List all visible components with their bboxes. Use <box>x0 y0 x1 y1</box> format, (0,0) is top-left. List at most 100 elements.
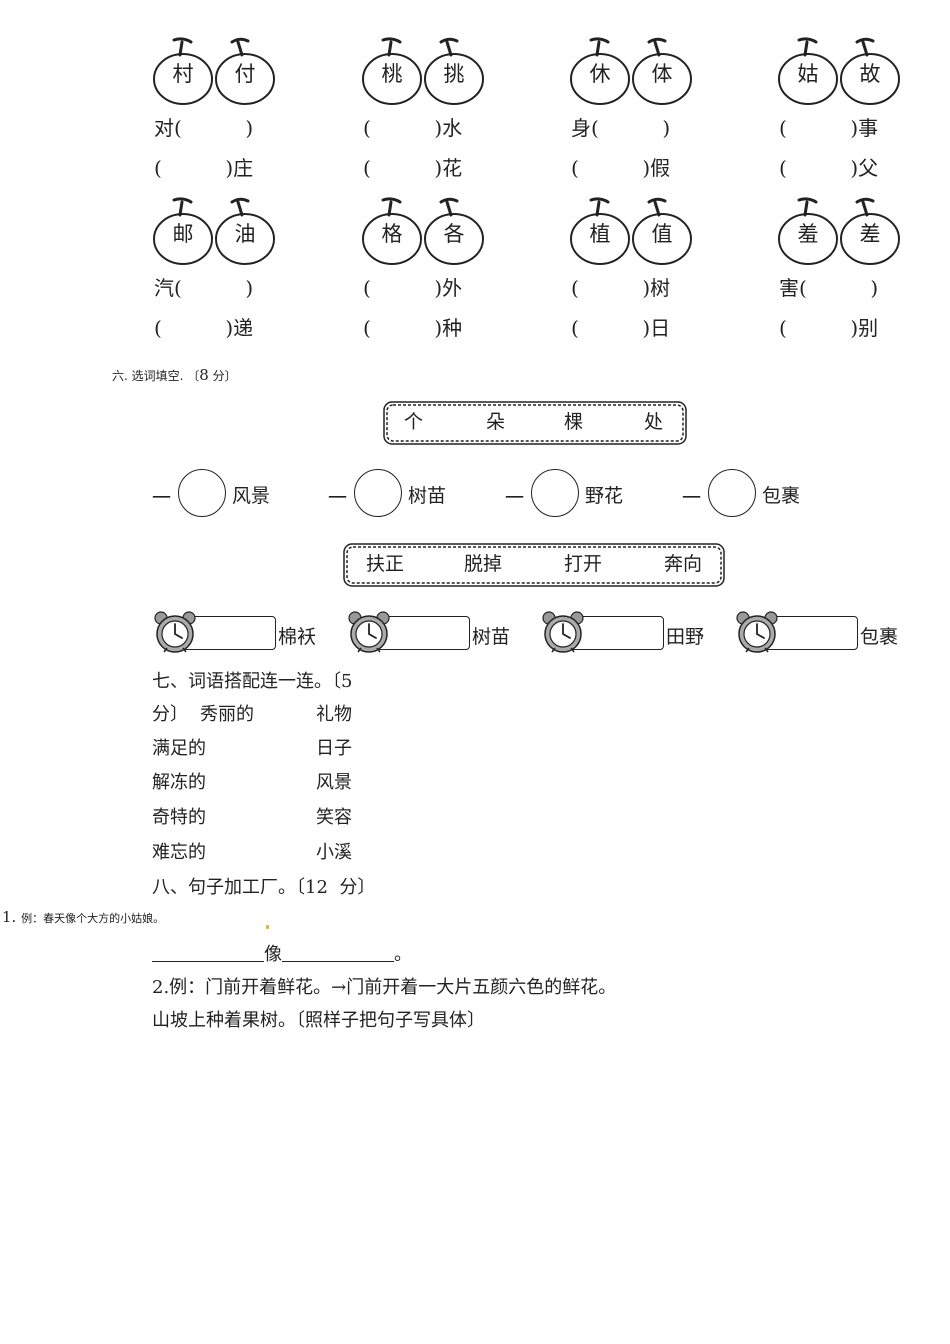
apple-pair: 休体 <box>569 36 693 106</box>
measure-word: 个 <box>404 411 424 433</box>
clock-fill-item: 树苗 <box>346 610 516 654</box>
fill-in-blank[interactable]: ( )递 <box>154 316 254 340</box>
apple-character: 油 <box>234 222 256 246</box>
apple-pair: 羞差 <box>777 196 901 266</box>
measure-word: 处 <box>644 411 664 433</box>
answer-blank[interactable] <box>282 941 394 962</box>
apple-icon <box>362 197 484 265</box>
alarm-clock-icon <box>736 611 778 653</box>
clock-item-label: 树苗 <box>472 626 511 648</box>
fill-in-blank[interactable]: 害( ) <box>779 276 879 300</box>
apple-character: 姑 <box>797 62 819 86</box>
fill-in-blank[interactable]: ( )花 <box>363 156 463 180</box>
section-6-title: 六. 选词填空. 〔8 分〕 <box>112 366 237 384</box>
apple-pair: 邮油 <box>152 196 276 266</box>
ink-dot <box>266 925 269 929</box>
verb-word: 脱掉 <box>464 553 503 575</box>
fill-in-blank[interactable]: ( )外 <box>363 276 463 300</box>
fill-in-blank[interactable]: ( )种 <box>363 316 463 340</box>
clock-item-label: 田野 <box>666 626 705 648</box>
verb-word: 奔向 <box>664 553 703 575</box>
alarm-clock-icon <box>154 611 196 653</box>
answer-circle[interactable] <box>531 469 579 517</box>
apple-icon <box>570 197 692 265</box>
measure-item: 一 树苗 <box>328 469 468 519</box>
match-left-item[interactable]: 秀丽的 <box>200 704 254 725</box>
measure-word-box: 个 朵 棵 处 <box>382 400 688 445</box>
apple-icon <box>153 197 275 265</box>
apple-icon <box>570 37 692 105</box>
fill-in-blank[interactable]: ( )事 <box>779 116 879 140</box>
apple-pair: 桃挑 <box>361 36 485 106</box>
match-right-item[interactable]: 礼物 <box>316 704 352 725</box>
fill-in-blank[interactable]: ( )水 <box>363 116 463 140</box>
apple-pair: 村付 <box>152 36 276 106</box>
match-right-item[interactable]: 笑容 <box>316 807 352 828</box>
match-right-item[interactable]: 日子 <box>316 738 352 759</box>
question-1-example: 1. 例：春天像个大方的小姑娘。 <box>2 908 165 926</box>
apple-character: 村 <box>172 62 194 86</box>
answer-box[interactable] <box>570 616 664 650</box>
apple-character: 付 <box>234 62 256 86</box>
apple-character: 植 <box>589 222 611 246</box>
apple-pair: 格各 <box>361 196 485 266</box>
alarm-clock-icon <box>542 611 584 653</box>
apple-pair: 姑故 <box>777 36 901 106</box>
clock-fill-item: 棉袄 <box>152 610 322 654</box>
fill-in-blank[interactable]: 身( ) <box>571 116 671 140</box>
fill-in-blank[interactable]: ( )别 <box>779 316 879 340</box>
answer-blank[interactable] <box>152 941 264 962</box>
section-8-title: 八、句子加工厂。〔12 分〕 <box>152 877 376 898</box>
clock-item-label: 棉袄 <box>278 626 317 648</box>
fill-in-blank[interactable]: ( )日 <box>571 316 671 340</box>
section-7-title-cont: 分〕 <box>152 704 188 725</box>
apple-character: 各 <box>443 222 465 246</box>
match-left-item[interactable]: 满足的 <box>152 738 206 759</box>
clock-fill-item: 田野 <box>540 610 710 654</box>
answer-circle[interactable] <box>178 469 226 517</box>
apple-character: 桃 <box>381 62 403 86</box>
measure-item: 一 野花 <box>505 469 645 519</box>
answer-box[interactable] <box>764 616 858 650</box>
apple-icon <box>362 37 484 105</box>
fill-in-blank[interactable]: ( )假 <box>571 156 671 180</box>
match-right-item[interactable]: 小溪 <box>316 842 352 863</box>
fill-in-blank[interactable]: ( )树 <box>571 276 671 300</box>
clock-item-label: 包裹 <box>860 626 899 648</box>
apple-character: 格 <box>381 222 403 246</box>
match-left-item[interactable]: 难忘的 <box>152 842 206 863</box>
fill-in-blank[interactable]: ( )庄 <box>154 156 254 180</box>
verb-word-box: 扶正 脱掉 打开 奔向 <box>342 542 726 587</box>
word-box-border <box>343 543 725 587</box>
fill-in-blank[interactable]: 对( ) <box>154 116 254 140</box>
fill-in-blank[interactable]: ( )父 <box>779 156 879 180</box>
word-box-border <box>383 401 687 445</box>
measure-item: 一 包裹 <box>682 469 822 519</box>
apple-icon <box>778 197 900 265</box>
apple-character: 体 <box>651 62 673 86</box>
apple-icon <box>778 37 900 105</box>
answer-box[interactable] <box>182 616 276 650</box>
match-left-item[interactable]: 解冻的 <box>152 772 206 793</box>
match-right-item[interactable]: 风景 <box>316 772 352 793</box>
clock-fill-item: 包裹 <box>734 610 904 654</box>
apple-icon <box>153 37 275 105</box>
fill-in-blank[interactable]: 汽( ) <box>154 276 254 300</box>
question-2-prompt: 山坡上种着果树。〔照样子把句子写具体〕 <box>152 1010 485 1031</box>
apple-character: 挑 <box>443 62 465 86</box>
match-left-item[interactable]: 奇特的 <box>152 807 206 828</box>
section-7-title: 七、词语搭配连一连。〔5 <box>152 671 353 692</box>
verb-word: 打开 <box>564 553 603 575</box>
apple-character: 值 <box>651 222 673 246</box>
answer-circle[interactable] <box>708 469 756 517</box>
apple-pair: 植值 <box>569 196 693 266</box>
apple-character: 休 <box>589 62 611 86</box>
measure-word: 朵 <box>486 411 506 433</box>
verb-word: 扶正 <box>366 553 405 575</box>
measure-word: 棵 <box>564 411 584 433</box>
measure-item: 一 风景 <box>152 469 292 519</box>
apple-character: 差 <box>859 222 881 246</box>
apple-character: 羞 <box>797 222 819 246</box>
apple-character: 邮 <box>172 222 194 246</box>
answer-circle[interactable] <box>354 469 402 517</box>
